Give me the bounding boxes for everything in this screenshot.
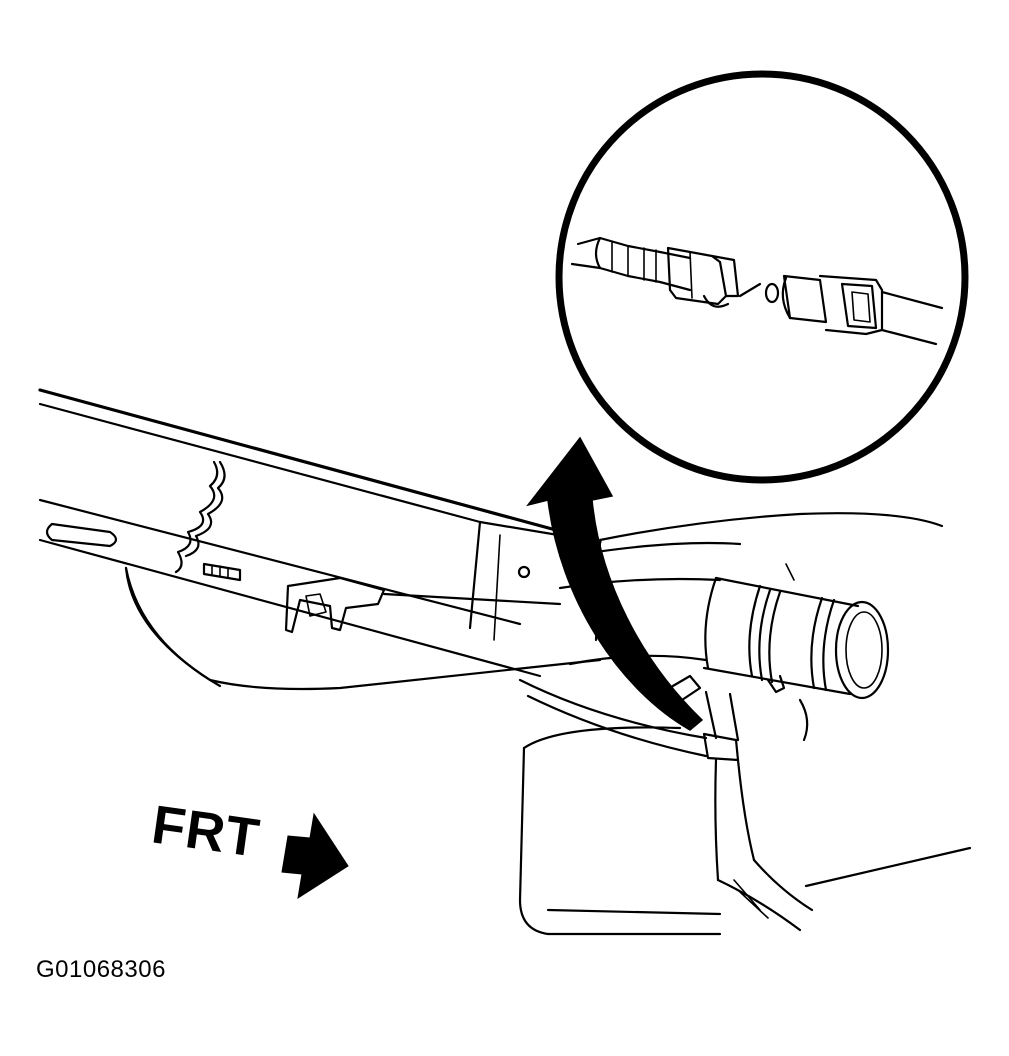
- detail-quick-connector: [666, 246, 740, 308]
- detail-inset: [555, 70, 969, 484]
- figure-id: G01068306: [36, 956, 166, 983]
- front-arrow-icon: [281, 812, 349, 900]
- callout-arrow: [526, 436, 704, 731]
- frame-rail: [38, 388, 602, 678]
- fuel-tank: [124, 566, 602, 691]
- front-orientation-indicator: FRT: [148, 794, 349, 900]
- filler-hose: [558, 563, 890, 700]
- detail-right-tube: [738, 274, 944, 346]
- frt-label: FRT: [148, 794, 263, 868]
- lower-body-panel: [518, 512, 972, 936]
- detail-circle: [555, 70, 969, 484]
- fuel-line-hanger: [518, 674, 814, 932]
